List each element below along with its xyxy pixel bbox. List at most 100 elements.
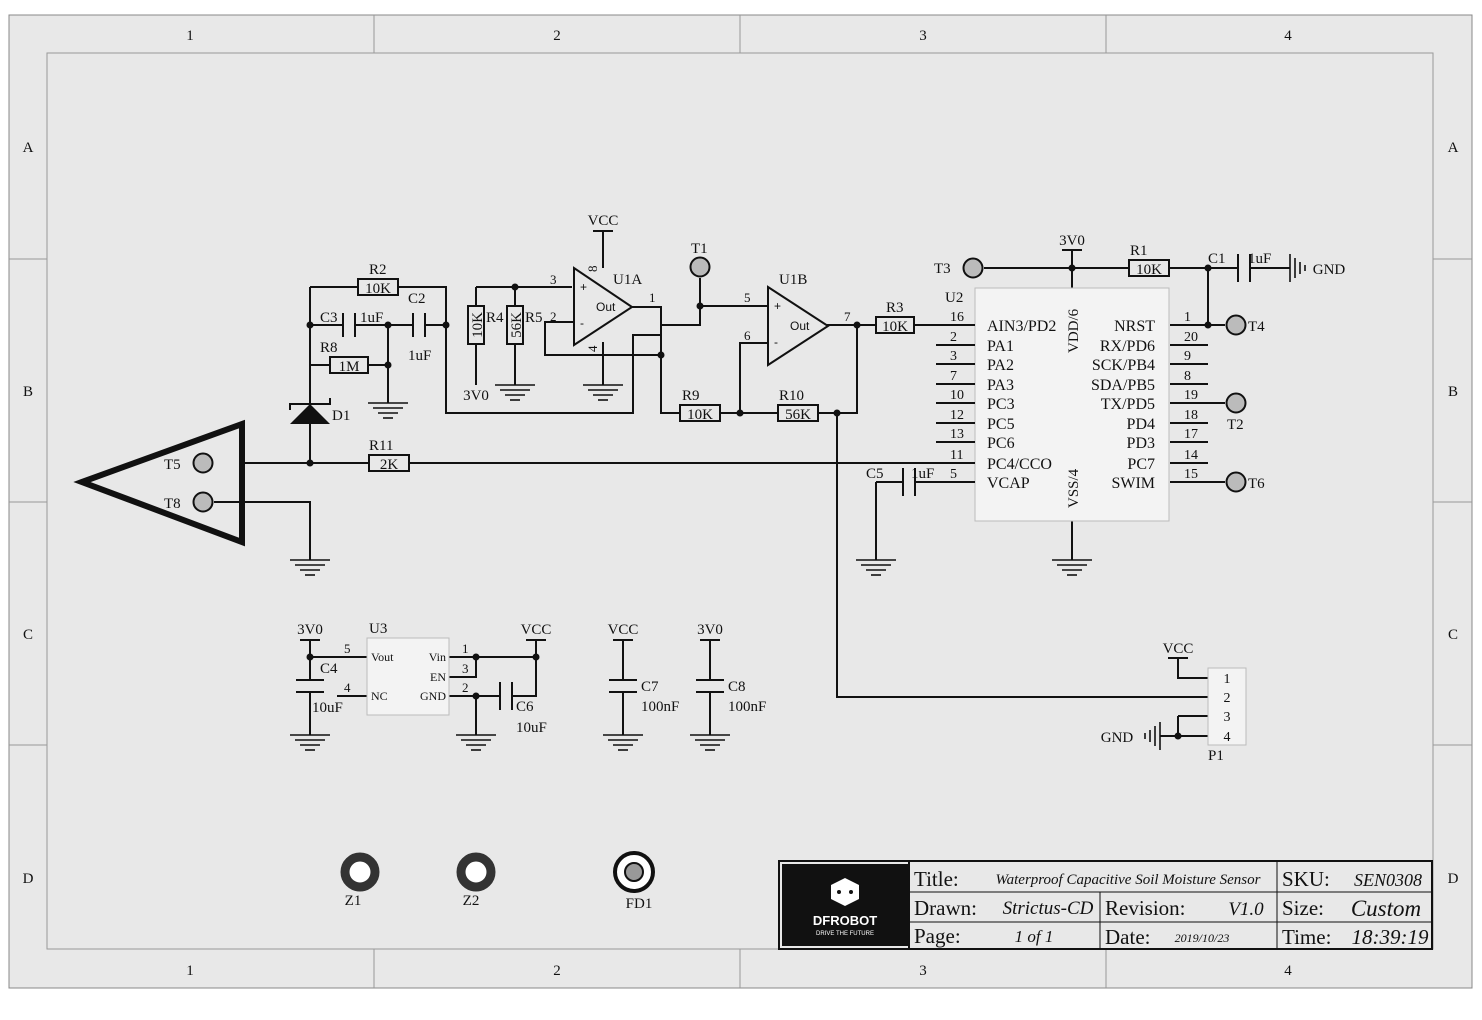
svg-text:10K: 10K <box>365 281 391 297</box>
u2-left-pin-number: 2 <box>950 330 957 345</box>
vcc-label-p1: VCC <box>1163 641 1194 657</box>
svg-text:C4: C4 <box>320 661 338 677</box>
capacitor-c7: C7 100nF <box>609 679 679 715</box>
u2-right-pin-name: NRST <box>1114 318 1155 335</box>
u2-left-pin-number: 11 <box>950 448 963 463</box>
page-label: Page: <box>914 924 961 948</box>
u2-right-pin-number: 17 <box>1184 427 1198 442</box>
row-label-d-right: D <box>1448 871 1459 887</box>
u2-right-pin-number: 9 <box>1184 349 1191 364</box>
hole-z1: Z1 <box>340 852 380 909</box>
ground-icon <box>368 402 408 419</box>
ground-icon <box>856 559 896 576</box>
svg-text:5: 5 <box>344 641 351 656</box>
svg-text:4: 4 <box>344 680 351 695</box>
row-label-c: C <box>23 627 33 643</box>
ground-icon <box>583 384 623 401</box>
svg-text:T1: T1 <box>691 241 708 257</box>
ground-icon <box>603 734 643 751</box>
hole-z2: Z2 <box>456 852 496 909</box>
resistor-r2: 10K R2 <box>357 262 399 297</box>
ground-icon <box>1289 254 1306 282</box>
svg-text:10uF: 10uF <box>516 720 547 736</box>
svg-text:2K: 2K <box>380 457 399 473</box>
ground-icon <box>1052 559 1092 576</box>
gnd-label-p1: GND <box>1101 730 1134 746</box>
svg-text:1M: 1M <box>339 359 360 375</box>
u2-right-pin-number: 1 <box>1184 310 1191 325</box>
svg-text:Vout: Vout <box>371 650 394 664</box>
drawn-value: Strictus-CD <box>1003 898 1094 919</box>
testpoint-t8: T8 <box>164 491 214 513</box>
col-label-3: 3 <box>919 28 927 44</box>
svg-text:R11: R11 <box>369 438 393 454</box>
testpoint-t2: T2 <box>1225 392 1247 433</box>
testpoint-t4: T4 <box>1225 314 1265 336</box>
row-label-b: B <box>23 384 33 400</box>
opamp-u1b: + - Out U1B 56 7 <box>744 272 851 367</box>
sku-label: SKU: <box>1282 867 1330 891</box>
u2-left-pin-number: 3 <box>950 349 957 364</box>
col-label-2: 2 <box>553 28 561 44</box>
ground-icon <box>456 734 496 751</box>
svg-text:100nF: 100nF <box>728 699 766 715</box>
fiducial-fd1: FD1 <box>613 851 655 912</box>
resistor-r10: 56K R10 <box>777 388 819 423</box>
svg-text:Out: Out <box>790 319 810 333</box>
u2-left-pin-name: AIN3/PD2 <box>987 318 1056 335</box>
junctions <box>306 264 1212 740</box>
capacitor-c2: C2 1uF <box>408 291 431 364</box>
u2-left-pin-name: PC3 <box>987 396 1015 413</box>
svg-text:2: 2 <box>1224 691 1231 706</box>
title-block: DFROBOT DRIVE THE FUTURE Title: Drawn: P… <box>778 860 1433 950</box>
wires <box>214 231 1290 737</box>
ground-icon <box>290 734 330 751</box>
svg-text:Z1: Z1 <box>345 893 362 909</box>
vcc-label-c7: VCC <box>608 622 639 638</box>
drawn-label: Drawn: <box>914 896 977 920</box>
svg-text:3: 3 <box>462 661 469 676</box>
svg-text:Z2: Z2 <box>463 893 480 909</box>
svg-text:1uF: 1uF <box>408 348 431 364</box>
u2-left-pin-name: VCAP <box>987 475 1030 492</box>
u2-left-pin-name: PA2 <box>987 357 1014 374</box>
svg-text:8: 8 <box>585 266 600 273</box>
resistor-r4: 10K R4 <box>467 305 504 345</box>
ground-icon <box>690 734 730 751</box>
svg-text:T2: T2 <box>1227 417 1244 433</box>
svg-text:1uF: 1uF <box>911 466 934 482</box>
svg-text:U3: U3 <box>369 621 387 637</box>
capacitor-c1: C1 1uF <box>1208 251 1271 282</box>
opamp-u1a: + - Out U1A 32 1 8 4 <box>550 266 656 353</box>
dfrobot-logo: DFROBOT DRIVE THE FUTURE <box>813 878 877 937</box>
svg-text:R5: R5 <box>525 310 543 326</box>
svg-text:U2: U2 <box>945 290 963 306</box>
svg-text:1: 1 <box>1224 672 1231 687</box>
svg-text:R3: R3 <box>886 300 904 316</box>
resistor-r3: 10K R3 <box>875 300 915 335</box>
svg-text:-: - <box>580 316 584 330</box>
svg-text:R10: R10 <box>779 388 804 404</box>
svg-text:NC: NC <box>371 689 388 703</box>
u2-left-pin-number: 5 <box>950 467 957 482</box>
u2-right-pin-number: 20 <box>1184 330 1198 345</box>
u2-left-pin-name: PC6 <box>987 435 1015 452</box>
revision-value: V1.0 <box>1228 899 1264 920</box>
u2-right-pin-number: 15 <box>1184 467 1198 482</box>
testpoint-t5: T5 <box>164 452 214 474</box>
diode-d1: D1 <box>289 398 350 424</box>
capacitor-c6: C6 10uF <box>499 682 547 736</box>
u2-right-pin-number: 18 <box>1184 408 1198 423</box>
u2-right-pin-number: 19 <box>1184 388 1198 403</box>
ground-symbols <box>290 254 1306 751</box>
svg-text:4: 4 <box>585 345 600 352</box>
svg-text:7: 7 <box>844 309 851 324</box>
svg-text:DRIVE THE FUTURE: DRIVE THE FUTURE <box>816 931 874 937</box>
svg-text:+: + <box>774 299 781 313</box>
u2-right-pin-name: SCK/PB4 <box>1092 357 1155 374</box>
svg-text:1uF: 1uF <box>360 310 383 326</box>
svg-text:1: 1 <box>649 290 656 305</box>
revision-label: Revision: <box>1105 896 1186 920</box>
testpoint-t6: T6 <box>1225 471 1265 493</box>
svg-text:T3: T3 <box>934 261 951 277</box>
